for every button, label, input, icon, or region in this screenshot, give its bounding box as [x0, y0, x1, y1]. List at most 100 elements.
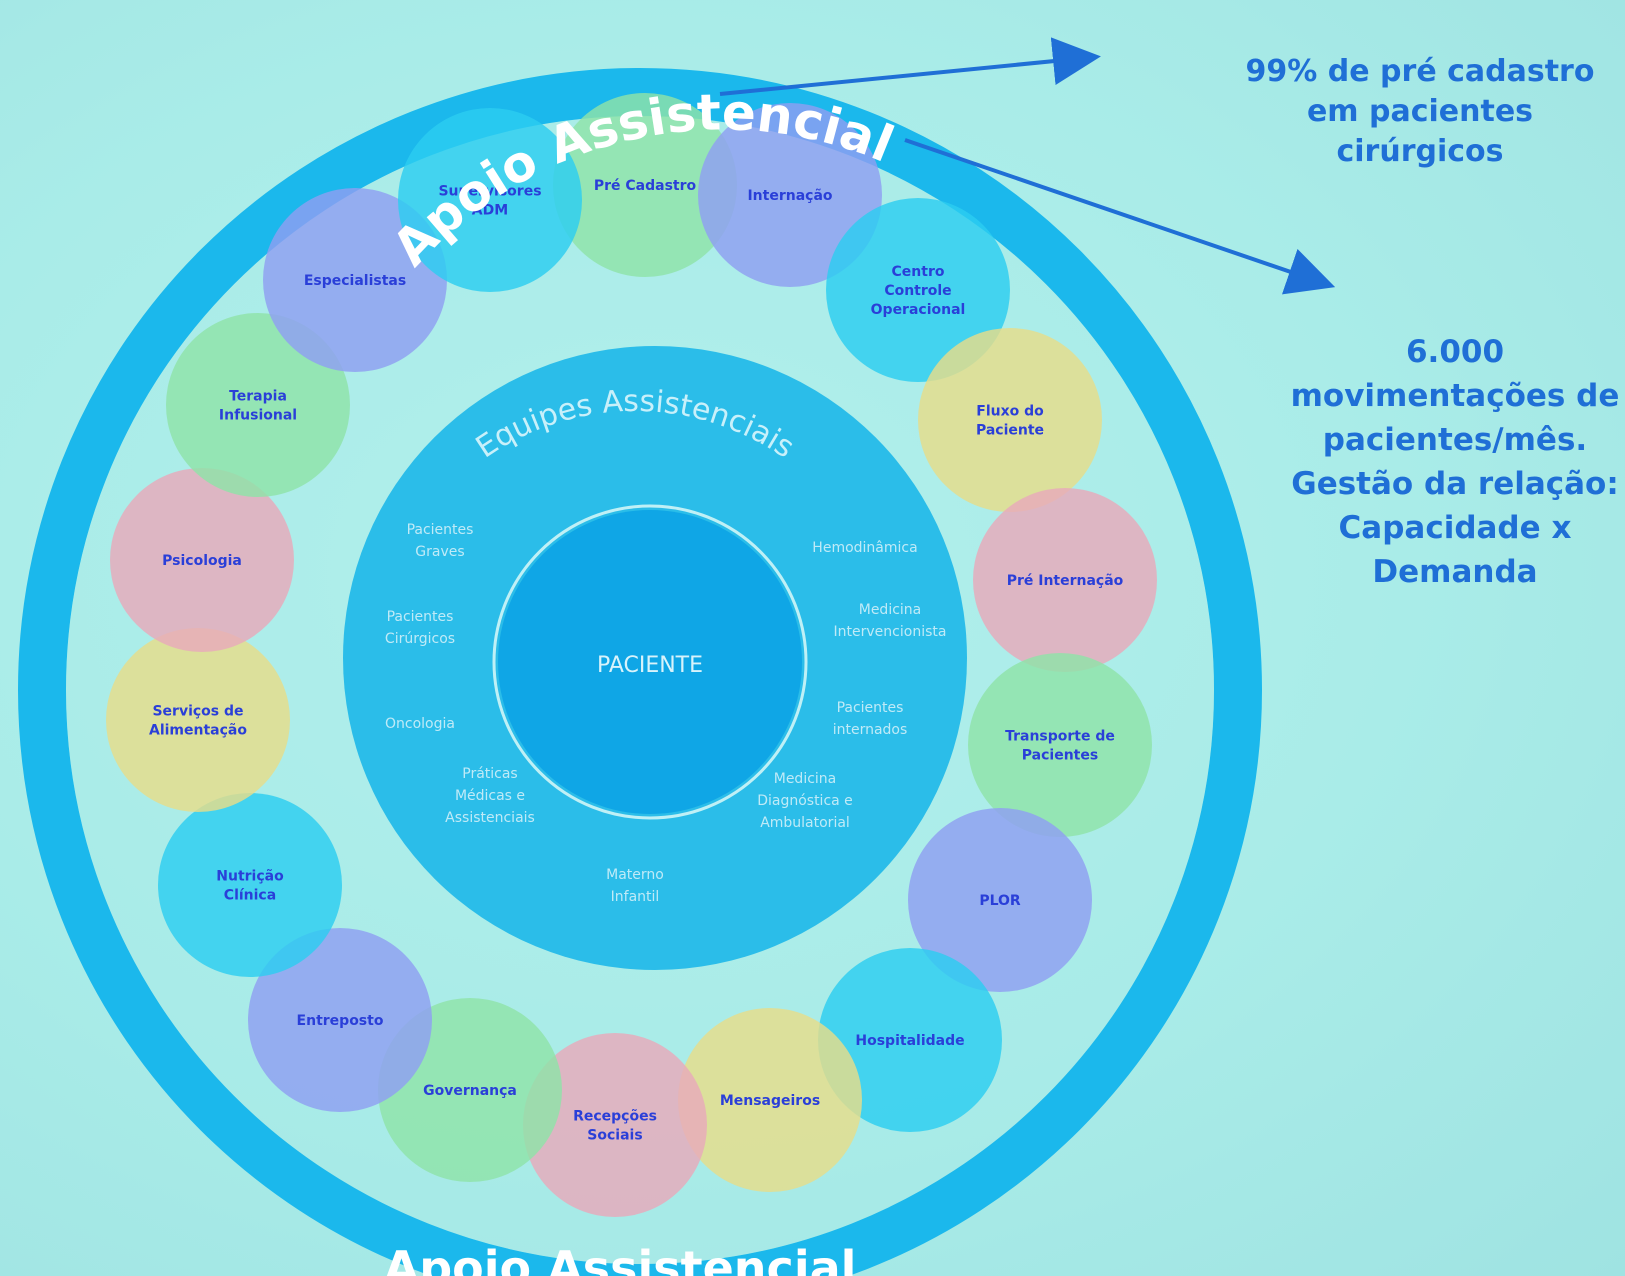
support-circle-alimentacao: Serviços de Alimentação	[106, 628, 290, 812]
support-circle-shape	[818, 948, 1002, 1132]
support-circle-shape	[110, 468, 294, 652]
support-circle-label: Paciente	[976, 423, 1044, 439]
care-team-label-pacientes-graves: Graves	[415, 544, 464, 560]
callout-line: movimentações de	[1290, 378, 1620, 414]
support-circle-shape	[973, 488, 1157, 672]
patient-center-ring	[492, 504, 808, 820]
support-circle-label: Internação	[747, 188, 832, 204]
callout-line: 99% de pré cadastro	[1245, 54, 1595, 89]
outer-ring-label-bottom: Apoio Assistencial	[384, 1241, 857, 1276]
movimentacoes-callout: 6.000 movimentações de pacientes/mês. Ge…	[1285, 330, 1625, 594]
support-circle-hospitalidade: Hospitalidade	[818, 948, 1002, 1132]
callout-line: 6.000	[1405, 334, 1505, 370]
care-team-label-medicina-diag: Ambulatorial	[760, 815, 850, 831]
support-circle-label: Entreposto	[297, 1013, 384, 1029]
center-label: PACIENTE	[597, 653, 703, 678]
support-circle-mensageiros: Mensageiros	[678, 1008, 862, 1192]
callout-line: Demanda	[1372, 554, 1538, 590]
support-circle-plor: PLOR	[908, 808, 1092, 992]
care-team-label-oncologia: Oncologia	[385, 716, 455, 732]
support-circle-label: Terapia	[229, 389, 287, 405]
support-circle-label: Nutrição	[216, 869, 284, 885]
support-circle-pre-cadastro: Pré Cadastro	[553, 93, 737, 277]
care-team-label-pacientes-internados: internados	[833, 722, 908, 738]
support-circle-label: Recepções	[573, 1109, 657, 1125]
support-circle-label: Clínica	[224, 888, 276, 904]
support-circle-shape	[106, 628, 290, 812]
support-circle-label: Governança	[423, 1083, 517, 1099]
patient-center	[498, 510, 802, 814]
support-circle-label: Supervisores	[438, 184, 541, 200]
support-circle-especialistas: Especialistas	[263, 188, 447, 372]
care-team-label-pacientes-cirurgicos: Cirúrgicos	[385, 631, 455, 647]
care-team-label-medicina-diag: Medicina	[774, 771, 837, 787]
support-circle-label: Psicologia	[162, 553, 242, 569]
support-circle-label: Serviços de	[152, 704, 243, 720]
support-circle-label: Hospitalidade	[855, 1033, 964, 1049]
support-circle-shape	[523, 1033, 707, 1217]
support-circle-label: Controle	[884, 283, 951, 299]
care-team-labels: HemodinâmicaMedicinaIntervencionistaPaci…	[385, 522, 947, 905]
callout-line: cirúrgicos	[1336, 134, 1504, 169]
support-circles: Pré CadastroInternaçãoCentroControleOper…	[106, 93, 1157, 1217]
support-circle-shape	[158, 793, 342, 977]
support-circle-label: Operacional	[871, 302, 966, 318]
support-circle-shape	[553, 93, 737, 277]
support-circle-fluxo-paciente: Fluxo do Paciente	[918, 328, 1102, 512]
support-circle-pre-internacao: Pré Internação	[973, 488, 1157, 672]
support-circle-label: Infusional	[219, 408, 297, 424]
care-team-label-pacientes-cirurgicos: Pacientes	[387, 609, 454, 625]
support-circle-label: Fluxo do	[976, 404, 1044, 420]
care-team-label-praticas: Médicas e	[455, 788, 525, 804]
support-circle-label: Sociais	[587, 1128, 642, 1144]
support-circle-label: Pré Cadastro	[594, 178, 697, 194]
callout-line: pacientes/mês.	[1322, 422, 1588, 458]
support-circle-shape	[248, 928, 432, 1112]
care-team-label-pacientes-internados: Pacientes	[837, 700, 904, 716]
support-circle-label: Alimentação	[149, 723, 247, 739]
support-circle-psicologia: Psicologia	[110, 468, 294, 652]
support-circle-shape	[968, 653, 1152, 837]
support-circle-label: Pré Internação	[1007, 573, 1124, 589]
support-circle-label: Mensageiros	[720, 1093, 820, 1109]
support-circle-shape	[678, 1008, 862, 1192]
support-circle-shape	[166, 313, 350, 497]
callout-line: em pacientes	[1306, 94, 1534, 129]
arrow-to-movimentacoes-stat	[904, 138, 1336, 295]
callout-line: Capacidade x	[1338, 510, 1572, 546]
support-circle-internacao: Internação	[698, 103, 882, 287]
support-circle-entreposto: Entreposto	[248, 928, 432, 1112]
callout-line: Gestão da relação:	[1291, 466, 1619, 502]
support-circle-transporte: Transporte de Pacientes	[968, 653, 1152, 837]
support-circle-label: PLOR	[979, 893, 1021, 909]
support-circle-shape	[826, 198, 1010, 382]
support-circle-shape	[908, 808, 1092, 992]
support-circle-label: Centro	[892, 264, 945, 280]
support-circle-label: Transporte de	[1005, 729, 1115, 745]
care-team-label-materno: Materno	[606, 867, 664, 883]
care-team-label-materno: Infantil	[611, 889, 660, 905]
support-circle-shape	[398, 108, 582, 292]
support-circle-label: ADM	[472, 203, 508, 219]
care-team-label-hemodinamica: Hemodinâmica	[812, 540, 917, 556]
support-circle-shape	[918, 328, 1102, 512]
care-team-label-medicina-diag: Diagnóstica e	[757, 793, 853, 809]
care-team-label-praticas: Práticas	[462, 766, 517, 782]
support-circle-shape	[263, 188, 447, 372]
pre-cadastro-callout: 99% de pré cadastro em pacientes cirúrgi…	[1215, 52, 1625, 172]
arrow-to-precadastro-stat	[719, 37, 1101, 96]
care-team-label-medicina-interv: Medicina	[859, 602, 922, 618]
support-circle-shape	[698, 103, 882, 287]
care-team-label-medicina-interv: Intervencionista	[834, 624, 947, 640]
outer-ring	[18, 68, 1262, 1276]
care-team-label-praticas: Assistenciais	[445, 810, 535, 826]
care-team-label-pacientes-graves: Pacientes	[407, 522, 474, 538]
support-circle-label: Pacientes	[1022, 748, 1098, 764]
support-circle-label: Especialistas	[304, 273, 406, 289]
